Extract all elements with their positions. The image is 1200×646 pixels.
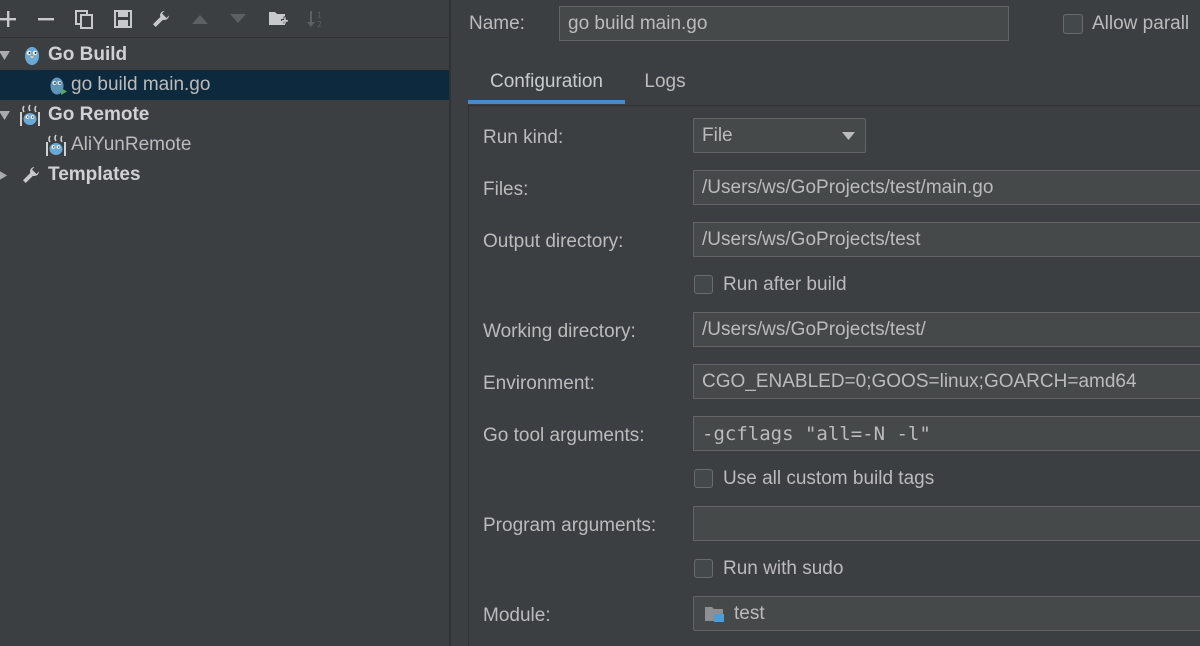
copy-icon bbox=[75, 10, 93, 29]
minus-icon bbox=[38, 18, 54, 21]
tree-item-templates[interactable]: Templates bbox=[0, 160, 449, 190]
output-directory-label: Output directory: bbox=[483, 231, 624, 252]
working-directory-label: Working directory: bbox=[483, 321, 636, 342]
run-with-sudo-checkbox[interactable] bbox=[694, 559, 713, 578]
tab-configuration[interactable]: Configuration bbox=[468, 58, 625, 105]
environment-input[interactable] bbox=[693, 364, 1200, 399]
tree-item-go-build[interactable]: Go Build bbox=[0, 40, 449, 70]
folder-add-icon bbox=[269, 12, 288, 25]
tree-item-go-build-main[interactable]: go build main.go bbox=[0, 70, 449, 100]
go-tool-arguments-label: Go tool arguments: bbox=[483, 425, 645, 446]
tab-label: Logs bbox=[644, 70, 686, 92]
environment-label: Environment: bbox=[483, 373, 595, 394]
pane-splitter[interactable] bbox=[449, 0, 451, 646]
save-button[interactable] bbox=[109, 6, 137, 32]
tree-item-go-remote[interactable]: Go Remote bbox=[0, 100, 449, 130]
active-tab-indicator bbox=[468, 100, 625, 104]
module-label: Module: bbox=[483, 605, 551, 626]
tree-item-label: Go Remote bbox=[48, 104, 150, 125]
tree-item-label: AliYunRemote bbox=[71, 134, 192, 155]
use-custom-build-tags-label: Use all custom build tags bbox=[723, 468, 935, 489]
run-after-build-label: Run after build bbox=[723, 274, 847, 295]
program-arguments-input[interactable] bbox=[693, 506, 1200, 541]
configuration-form: Run kind: File Files: Output directory: … bbox=[468, 105, 1200, 646]
add-button[interactable] bbox=[0, 6, 22, 32]
run-kind-label: Run kind: bbox=[483, 127, 564, 148]
run-kind-value: File bbox=[702, 124, 733, 146]
save-icon bbox=[114, 10, 132, 28]
move-up-button[interactable] bbox=[186, 6, 214, 32]
name-label: Name: bbox=[469, 13, 525, 34]
plus-icon bbox=[0, 11, 16, 27]
working-directory-input[interactable] bbox=[693, 312, 1200, 347]
allow-parallel-checkbox[interactable] bbox=[1063, 14, 1083, 34]
module-value: test bbox=[734, 602, 765, 624]
remove-button[interactable] bbox=[32, 6, 60, 32]
tab-logs[interactable]: Logs bbox=[633, 58, 697, 105]
config-editor-pane: Name: Allow parall Configuration Logs Ru… bbox=[451, 0, 1200, 646]
tree-item-label: Templates bbox=[48, 164, 141, 185]
run-after-build-checkbox[interactable] bbox=[694, 275, 713, 294]
svg-text:2: 2 bbox=[317, 20, 322, 29]
tree-item-label: Go Build bbox=[48, 44, 128, 65]
triangle-down-icon bbox=[230, 14, 246, 23]
run-with-sudo-label: Run with sudo bbox=[723, 558, 844, 579]
wrench-icon bbox=[153, 11, 169, 27]
move-down-button[interactable] bbox=[224, 6, 252, 32]
name-input[interactable] bbox=[559, 6, 1009, 41]
tree-item-label: go build main.go bbox=[71, 74, 211, 95]
go-tool-arguments-input[interactable] bbox=[693, 416, 1200, 451]
tab-label: Configuration bbox=[489, 70, 604, 92]
files-input[interactable] bbox=[693, 170, 1200, 205]
sort-alpha-icon: 12 bbox=[307, 11, 322, 29]
files-label: Files: bbox=[483, 179, 529, 200]
output-directory-input[interactable] bbox=[693, 222, 1200, 257]
new-folder-button[interactable] bbox=[264, 6, 292, 32]
program-arguments-label: Program arguments: bbox=[483, 515, 657, 536]
use-custom-build-tags-checkbox[interactable] bbox=[694, 469, 713, 488]
collapse-arrow-icon[interactable] bbox=[0, 169, 8, 181]
chevron-down-icon bbox=[842, 132, 855, 140]
allow-parallel-label: Allow parall bbox=[1092, 13, 1190, 34]
expand-arrow-icon[interactable] bbox=[0, 109, 10, 121]
go-remote-icon bbox=[19, 103, 41, 127]
triangle-up-icon bbox=[192, 15, 208, 24]
wrench-icon bbox=[20, 163, 42, 187]
go-gopher-run-icon bbox=[47, 73, 69, 97]
run-kind-select[interactable]: File bbox=[693, 118, 866, 153]
expand-arrow-icon[interactable] bbox=[0, 49, 10, 61]
edit-templates-button[interactable] bbox=[147, 6, 175, 32]
module-folder-icon bbox=[705, 606, 724, 622]
copy-button[interactable] bbox=[70, 6, 98, 32]
module-select[interactable]: test bbox=[693, 596, 1200, 631]
go-gopher-icon bbox=[21, 43, 43, 67]
tree-item-aliyunremote[interactable]: AliYunRemote bbox=[0, 130, 449, 160]
go-remote-icon bbox=[45, 133, 67, 157]
svg-text:1: 1 bbox=[317, 11, 322, 20]
